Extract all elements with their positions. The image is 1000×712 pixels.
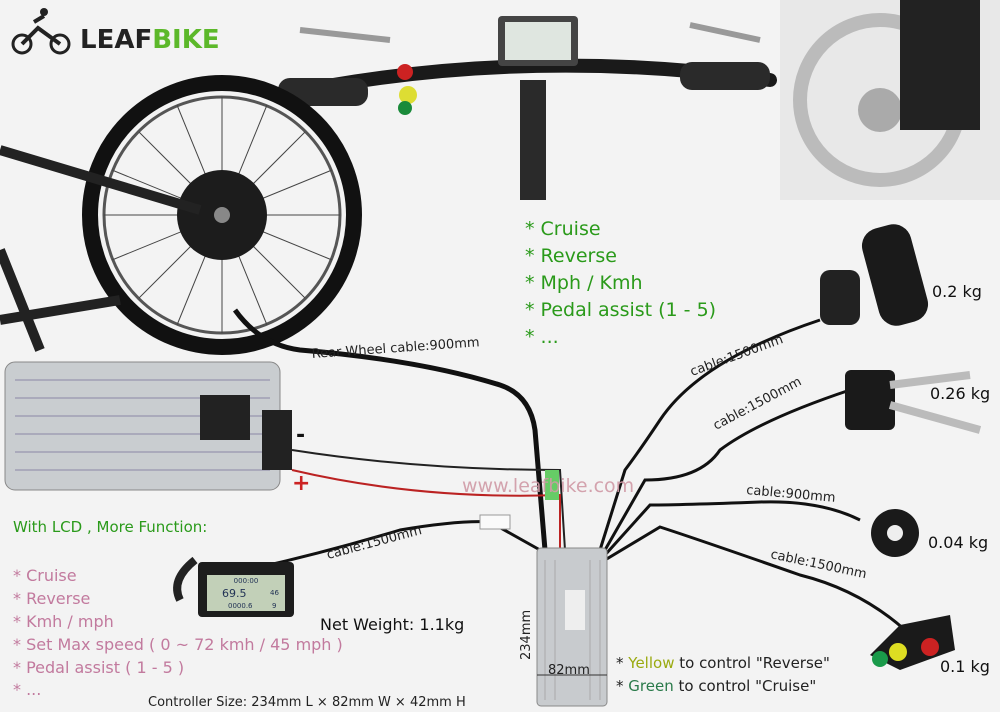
battery-minus-label: - [296, 423, 305, 448]
pas-weight: 0.04 kg [928, 533, 988, 552]
lcd-feature-item: * Reverse [13, 589, 90, 608]
brake-lever [845, 370, 982, 434]
lcd-feature-item: * ... [13, 680, 41, 699]
lcd-section-heading: With LCD , More Function: [13, 518, 207, 536]
throttle-cable-label: cable:1500mm [688, 332, 785, 380]
lcd-right-top: 46 [270, 589, 279, 597]
lcd-speed: 69.5 [222, 587, 247, 600]
lcd-feature-item: * Pedal assist ( 1 - 5 ) [13, 658, 184, 677]
feature-item: * Reverse [525, 245, 617, 267]
controller-size-text: Controller Size: 234mm L × 82mm W × 42mm… [148, 695, 466, 710]
yellow-note: * Yellow to control "Reverse" [616, 654, 830, 672]
feature-item: * ... [525, 326, 559, 348]
throttle-weight: 0.2 kg [932, 282, 982, 301]
battery-pack [4, 361, 292, 491]
controller-width-label: 82mm [548, 663, 590, 678]
function-switch [870, 615, 955, 670]
lcd-display: 000:00 69.5 46 0000.6 9 [173, 556, 294, 617]
lcd-cable-label: cable:1500mm [325, 523, 423, 563]
switch-weight: 0.1 kg [940, 657, 990, 676]
cables [199, 308, 906, 632]
lcd-feature-item: * Set Max speed ( 0 ~ 72 kmh / 45 mph ) [13, 635, 343, 654]
handlebar-photo [273, 16, 777, 200]
lcd-net-weight: Net Weight: 1.1kg [320, 615, 464, 634]
feature-item: * Mph / Kmh [525, 272, 643, 294]
brake-weight: 0.26 kg [930, 384, 990, 403]
controller-length-label: 234mm [519, 610, 534, 660]
pas-sensor [871, 509, 919, 557]
lcd-time: 000:00 [234, 577, 259, 585]
feature-item: * Cruise [525, 218, 601, 240]
leafbike-logo: LEAFBIKE [11, 8, 220, 55]
lcd-feature-item: * Cruise [13, 566, 77, 585]
battery-plus-label: + [292, 471, 310, 496]
logo-text: LEAFBIKE [80, 25, 220, 55]
brake-cable-label: cable:1500mm [711, 374, 804, 433]
lcd-odometer: 0000.6 [228, 602, 253, 610]
rear-wheel-motor [0, 75, 362, 355]
crank-pas-photo [780, 0, 1000, 200]
lcd-feature-item: * Kmh / mph [13, 612, 114, 631]
feature-item: * Pedal assist (1 - 5) [525, 299, 716, 321]
rear-wheel-cable-label: Rear Wheel cable:900mm [311, 335, 480, 362]
throttle [820, 224, 929, 326]
controller [536, 547, 608, 707]
green-note: * Green to control "Cruise" [616, 677, 816, 695]
top-feature-list: * Cruise * Reverse * Mph / Kmh * Pedal a… [525, 218, 716, 348]
watermark: www.leafbike.com [462, 475, 634, 497]
switch-cable-label: cable:1500mm [769, 547, 868, 582]
lcd-feature-list: * Cruise * Reverse * Kmh / mph * Set Max… [13, 566, 343, 699]
lcd-level: 9 [272, 602, 276, 610]
